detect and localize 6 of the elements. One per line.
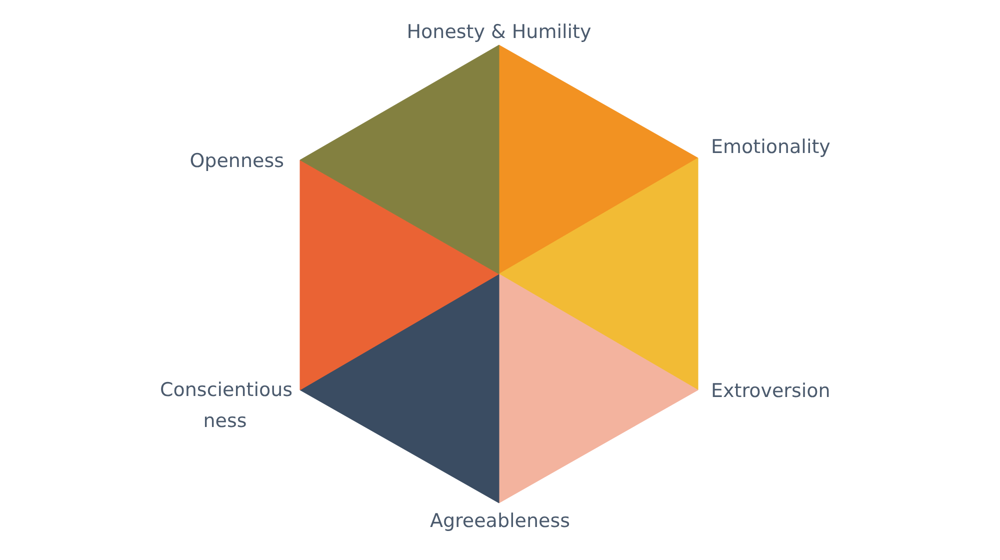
trait-label: Honesty & Humility <box>406 20 592 45</box>
trait-label: Emotionality <box>711 135 830 160</box>
trait-label: Conscientious ness <box>160 378 290 434</box>
trait-label: Openness <box>190 149 284 174</box>
trait-label: Agreeableness <box>430 509 570 534</box>
trait-label: Extroversion <box>711 379 830 404</box>
